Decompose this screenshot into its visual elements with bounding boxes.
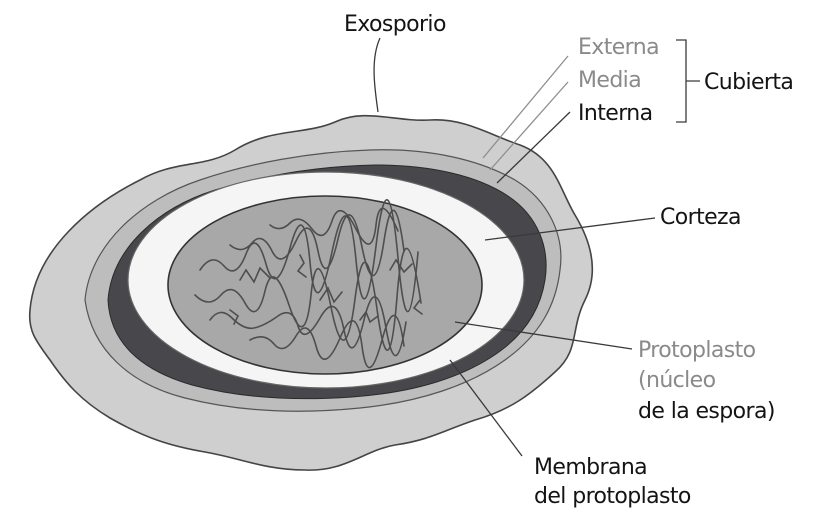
externa-leader (483, 56, 568, 158)
label-externa: Externa (578, 35, 659, 60)
label-interna: Interna (578, 101, 652, 126)
label-corteza: Corteza (660, 205, 741, 230)
label-exosporio: Exosporio (344, 12, 446, 37)
label-membrana-line2: del protoplasto (534, 484, 691, 509)
exosporio-leader (374, 38, 380, 112)
label-membrana-line1: Membrana (534, 455, 647, 480)
label-cubierta: Cubierta (704, 70, 793, 95)
cubierta-bracket (676, 40, 700, 122)
protoplast (168, 196, 482, 374)
label-protoplasto-line2: (núcleo (638, 368, 716, 393)
label-protoplasto-line1: Protoplasto (638, 338, 756, 363)
label-protoplasto-line3: de la espora) (638, 399, 775, 424)
label-media: Media (578, 68, 641, 93)
